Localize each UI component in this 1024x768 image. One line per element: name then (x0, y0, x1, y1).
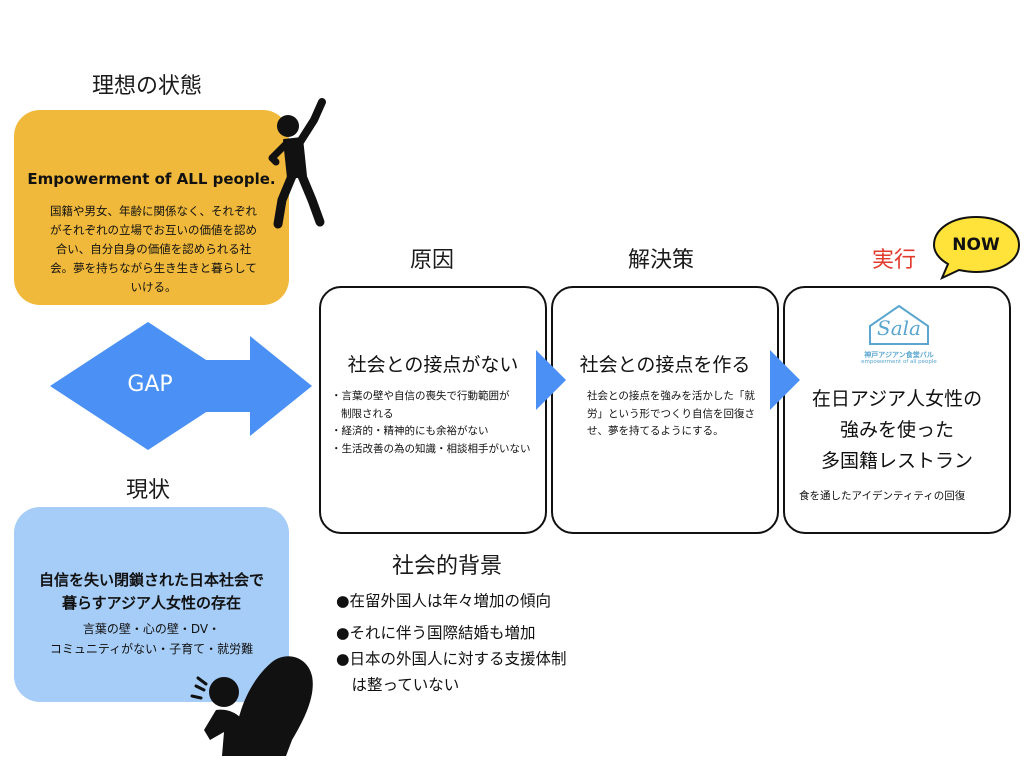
cause-box: 社会との接点がない ・言葉の壁や自信の喪失で行動範囲が 制限される ・経済的・精… (319, 286, 547, 534)
solution-description: 社会との接点を強みを活かした「就労」という形でつくり自信を回復させ、夢を持てるよ… (587, 390, 755, 437)
solution-heading: 解決策 (628, 248, 695, 273)
current-desc-line-2: コミュニティがない・子育て・就労難 (49, 642, 254, 656)
current-title-line-1: 自信を失い閉鎖された日本社会で (38, 571, 264, 589)
action-heading: 実行 (872, 248, 917, 273)
sala-logo-tagline: empowerment of all people (861, 359, 937, 365)
current-state-box: 自信を失い閉鎖された日本社会で 暮らすアジア人女性の存在 言葉の壁・心の壁・DV… (14, 507, 289, 702)
background-list: ●在留外国人は年々増加の傾向 ●それに伴う国際結婚も増加 ●日本の外国人に対する… (336, 588, 567, 698)
solution-box: 社会との接点を作る 社会との接点を強みを活かした「就労」という形でつくり自信を回… (551, 286, 779, 534)
cause-heading: 原因 (410, 248, 455, 273)
action-main-text: 在日アジア人女性の 強みを使った 多国籍レストラン (785, 384, 1009, 477)
gap-label: GAP (127, 372, 173, 397)
background-heading: 社会的背景 (392, 554, 503, 579)
ideal-title: Empowerment of ALL people. (27, 170, 276, 188)
arrow-right-icon (536, 350, 566, 410)
sala-logo-subtitle: 神戸アジアン食堂バル (864, 351, 934, 359)
ideal-description: 国籍や男女、年齢に関係なく、それぞれがそれぞれの立場でお互いの価値を認め合い、自… (50, 204, 257, 294)
solution-title: 社会との接点を作る (579, 354, 751, 376)
current-title: 自信を失い閉鎖された日本社会で 暮らすアジア人女性の存在 (14, 569, 289, 615)
sala-logo-text: Sala (877, 316, 921, 340)
now-badge-label: NOW (952, 235, 1000, 255)
arrow-right-icon (770, 350, 800, 410)
gap-double-arrow (50, 322, 312, 450)
current-title-line-2: 暮らすアジア人女性の存在 (61, 594, 242, 612)
background-item: ●それに伴う国際結婚も増加 (336, 624, 536, 642)
ideal-state-box: Empowerment of ALL people. 国籍や男女、年齢に関係なく… (14, 110, 289, 305)
sala-logo-icon (869, 304, 929, 345)
background-item: ●在留外国人は年々増加の傾向 (336, 592, 552, 610)
cause-bullet: 制限される (341, 407, 394, 420)
action-line-2: 強みを使った (839, 419, 954, 441)
action-box: Sala 神戸アジアン食堂バル empowerment of all peopl… (783, 286, 1011, 534)
background-item: ●日本の外国人に対する支援体制 (336, 650, 567, 668)
action-subtext: 食を通したアイデンティティの回復 (799, 490, 966, 502)
cheering-person-icon (268, 98, 326, 229)
sad-sitting-person-icon (190, 656, 313, 756)
current-description: 言葉の壁・心の壁・DV・ コミュニティがない・子育て・就労難 (14, 619, 289, 659)
current-heading: 現状 (126, 478, 171, 503)
speech-bubble-icon (932, 215, 1021, 280)
action-line-3: 多国籍レストラン (820, 450, 973, 472)
ideal-heading: 理想の状態 (92, 74, 203, 99)
cause-bullet: ・言葉の壁や自信の喪失で行動範囲が (331, 390, 510, 402)
cause-bullets: ・言葉の壁や自信の喪失で行動範囲が 制限される ・経済的・精神的にも余裕がない … (331, 388, 539, 458)
cause-bullet: ・生活改善の為の知識・相談相手がいない (331, 442, 531, 455)
background-item: は整っていない (336, 676, 460, 694)
cause-title: 社会との接点がない (347, 354, 519, 376)
action-line-1: 在日アジア人女性の (811, 388, 983, 410)
cause-bullet: ・経済的・精神的にも余裕がない (331, 425, 489, 437)
current-desc-line-1: 言葉の壁・心の壁・DV・ (82, 622, 221, 636)
